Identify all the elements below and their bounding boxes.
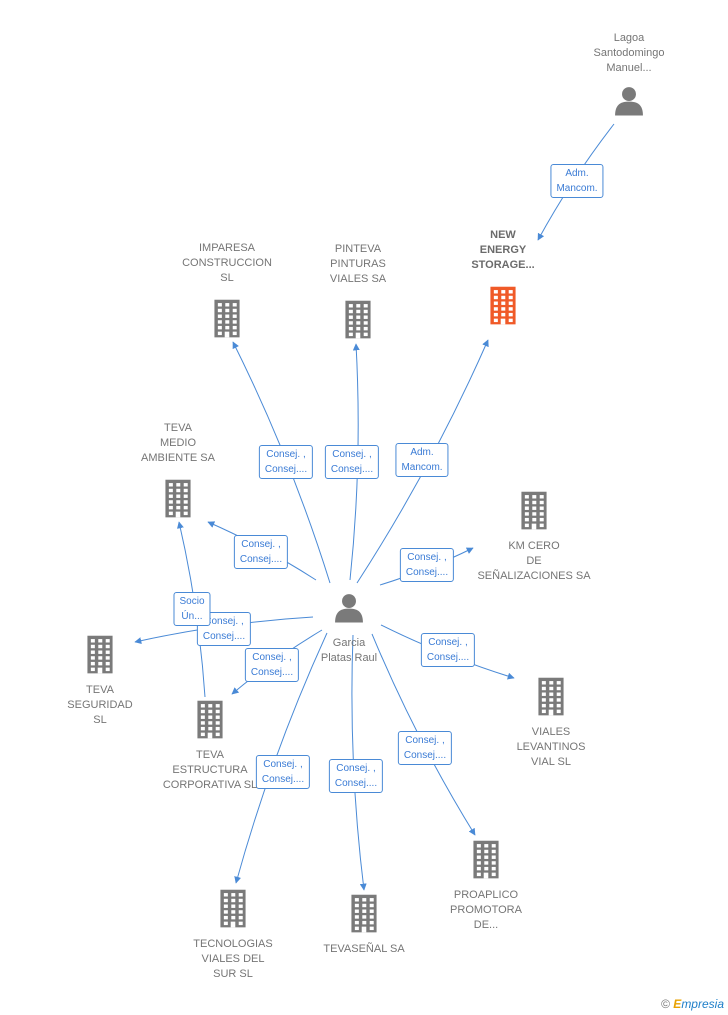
edge-label-garcia-imparesa[interactable]: Consej. , Consej.... bbox=[258, 445, 314, 479]
node-label-tevasenal[interactable]: TEVASEÑAL SA bbox=[323, 943, 405, 955]
brand-logo-e: E bbox=[673, 997, 682, 1011]
edge-label-tevaestr-tevamedio[interactable]: Socio Ún... bbox=[173, 592, 211, 626]
edge-label-garcia-tevasenal[interactable]: Consej. , Consej.... bbox=[328, 759, 384, 793]
building-icon[interactable] bbox=[194, 700, 226, 744]
node-label-tevaestr[interactable]: TEVA ESTRUCTURA CORPORATIVA SL bbox=[162, 749, 258, 791]
person-icon[interactable] bbox=[614, 86, 644, 121]
building-icon-focus[interactable] bbox=[487, 286, 519, 330]
node-label-tecnologias[interactable]: TECNOLOGIAS VIALES DEL SUR SL bbox=[193, 938, 273, 980]
building-icon[interactable] bbox=[535, 677, 567, 721]
edge-label-garcia-kmcero[interactable]: Consej. , Consej.... bbox=[399, 548, 455, 582]
building-icon[interactable] bbox=[211, 299, 243, 343]
edge-label-garcia-newenergy[interactable]: Adm. Mancom. bbox=[395, 443, 449, 477]
node-label-imparesa[interactable]: IMPARESA CONSTRUCCION SL bbox=[182, 242, 272, 284]
building-icon[interactable] bbox=[217, 889, 249, 933]
node-label-lagoa[interactable]: Lagoa Santodomingo Manuel... bbox=[593, 32, 665, 74]
node-label-newenergy[interactable]: NEW ENERGY STORAGE... bbox=[471, 229, 535, 271]
node-label-viales[interactable]: VIALES LEVANTINOS VIAL SL bbox=[516, 726, 586, 768]
person-icon[interactable] bbox=[334, 593, 364, 628]
node-label-tevaseg[interactable]: TEVA SEGURIDAD SL bbox=[67, 684, 133, 726]
node-label-pinteva[interactable]: PINTEVA PINTURAS VIALES SA bbox=[329, 243, 387, 285]
edge-label-garcia-pinteva[interactable]: Consej. , Consej.... bbox=[324, 445, 380, 479]
node-label-tevamedio[interactable]: TEVA MEDIO AMBIENTE SA bbox=[141, 422, 215, 464]
edge-label-garcia-proaplico[interactable]: Consej. , Consej.... bbox=[397, 731, 453, 765]
node-label-proaplico[interactable]: PROAPLICO PROMOTORA DE... bbox=[450, 889, 522, 931]
node-label-garcia[interactable]: Garcia Platas Raul bbox=[320, 637, 378, 664]
building-icon[interactable] bbox=[84, 635, 116, 679]
brand-logo-text: mpresia bbox=[681, 997, 724, 1011]
node-label-kmcero[interactable]: KM CERO DE SEÑALIZACIONES SA bbox=[477, 540, 591, 582]
edge-label-garcia-tevaestr[interactable]: Consej. , Consej.... bbox=[244, 648, 300, 682]
edge-label-lagoa-newenergy[interactable]: Adm. Mancom. bbox=[550, 164, 604, 198]
footer-brand: © Empresia bbox=[661, 997, 724, 1011]
building-icon[interactable] bbox=[162, 479, 194, 523]
building-icon[interactable] bbox=[518, 491, 550, 535]
edge-label-garcia-tevamedio[interactable]: Consej. , Consej.... bbox=[233, 535, 289, 569]
building-icon[interactable] bbox=[470, 840, 502, 884]
edge-label-garcia-viales[interactable]: Consej. , Consej.... bbox=[420, 633, 476, 667]
building-icon[interactable] bbox=[342, 300, 374, 344]
building-icon[interactable] bbox=[348, 894, 380, 938]
copyright-symbol: © bbox=[661, 997, 670, 1011]
edge-label-garcia-tecnologias[interactable]: Consej. , Consej.... bbox=[255, 755, 311, 789]
